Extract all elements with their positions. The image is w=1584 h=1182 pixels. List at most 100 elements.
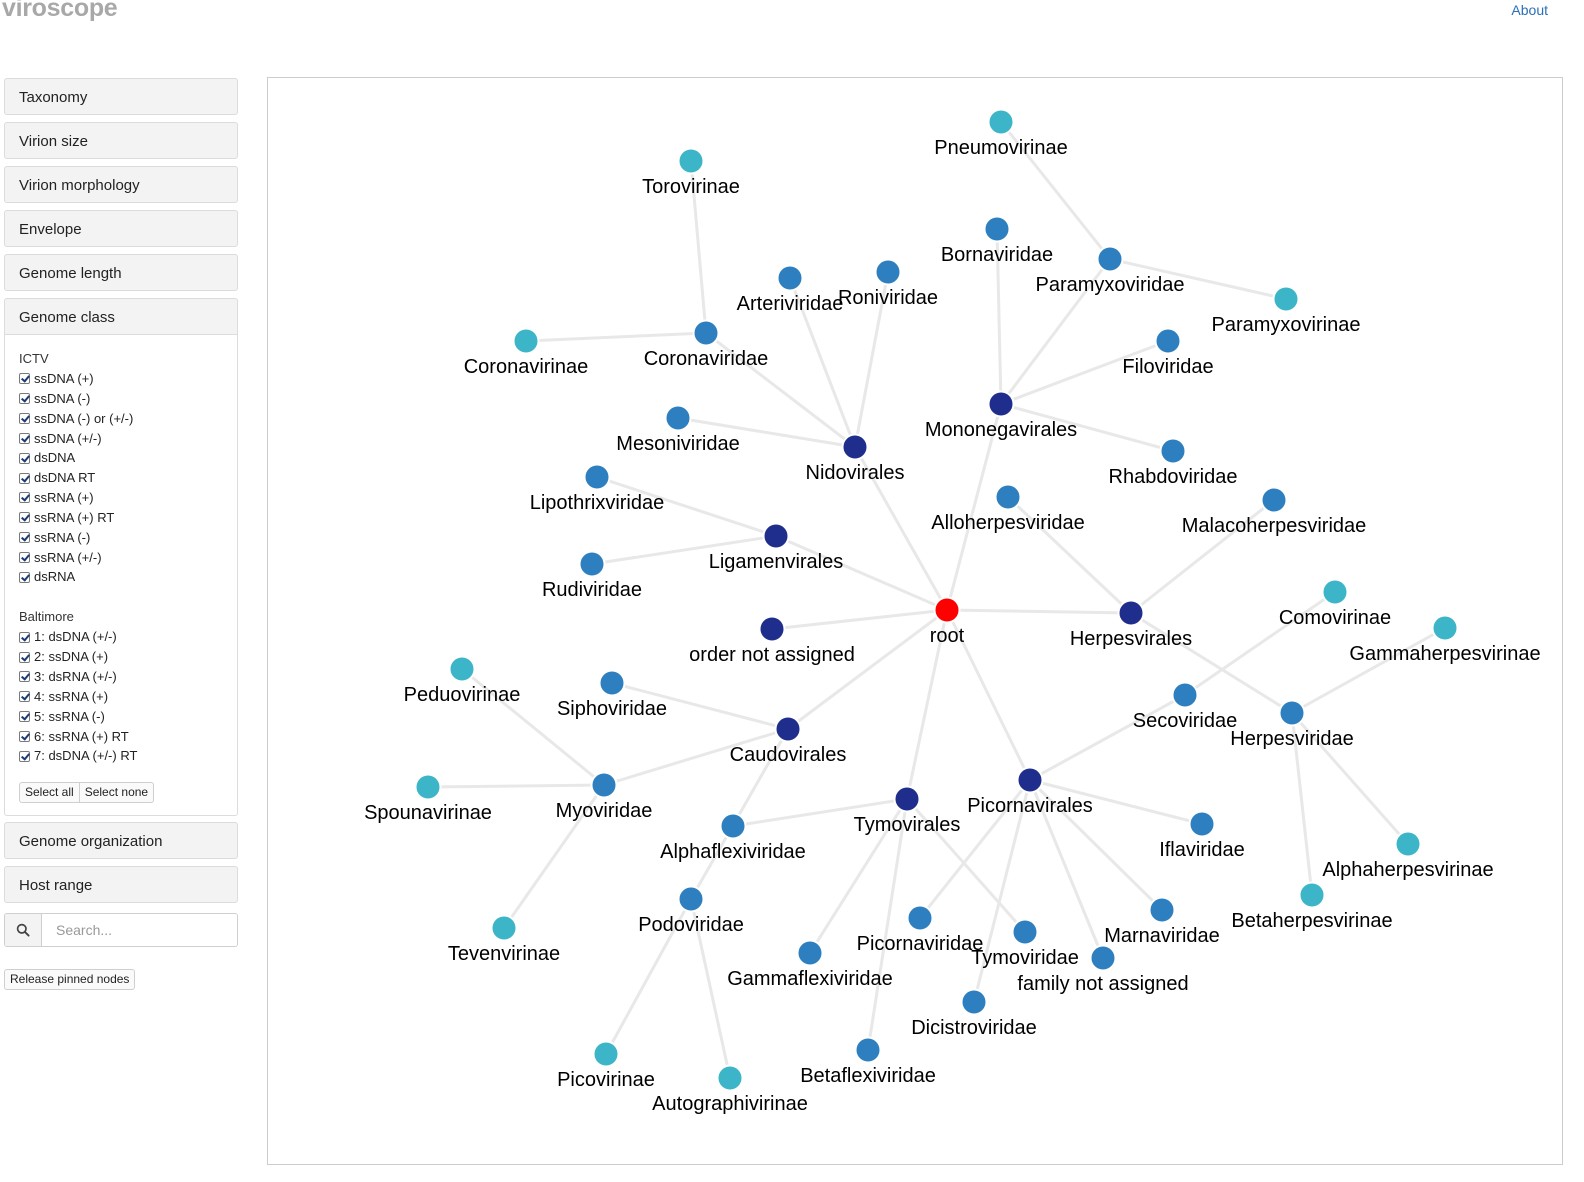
node-herpesviridae[interactable]: Herpesviridae (1230, 699, 1354, 751)
node-myoviridae[interactable]: Myoviridae (556, 771, 653, 823)
taxonomy-graph[interactable]: root Nidovirales MononegaviralesLigamenvir… (268, 78, 1562, 1164)
node-paramyxovirinae[interactable]: Paramyxovirinae (1212, 285, 1361, 337)
node-picornaviridae[interactable]: Picornaviridae (857, 904, 984, 956)
section-genome-organization[interactable]: Genome organization (4, 822, 238, 860)
node-circle[interactable] (774, 715, 802, 743)
node-alphaflexiviridae[interactable]: Alphaflexiviridae (660, 812, 806, 864)
node-circle[interactable] (592, 1040, 620, 1068)
node-circle[interactable] (677, 147, 705, 175)
node-circle[interactable] (719, 812, 747, 840)
node-tevenvirinae[interactable]: Tevenvirinae (448, 914, 560, 966)
node-circle[interactable] (874, 258, 902, 286)
node-roniviridae[interactable]: Roniviridae (838, 258, 938, 310)
baltimore-checkbox[interactable] (19, 750, 30, 762)
ictv-checkbox[interactable] (19, 571, 30, 583)
node-torovirinae[interactable]: Torovirinae (642, 147, 740, 199)
node-iflaviridae[interactable]: Iflaviridae (1159, 810, 1245, 862)
ictv-checkbox[interactable] (19, 512, 30, 524)
node-circle[interactable] (762, 522, 790, 550)
node-circle[interactable] (692, 319, 720, 347)
node-circle[interactable] (960, 988, 988, 1016)
section-envelope[interactable]: Envelope (4, 210, 238, 247)
section-host-range[interactable]: Host range (4, 866, 238, 904)
node-siphoviridae[interactable]: Siphoviridae (557, 669, 667, 721)
node-pneumovirinae[interactable]: Pneumovirinae (934, 108, 1068, 160)
node-circle[interactable] (1016, 766, 1044, 794)
ictv-checkbox[interactable] (19, 472, 30, 484)
section-taxonomy[interactable]: Taxonomy (4, 78, 238, 115)
node-alloherpesviridae[interactable]: Alloherpesviridae (931, 483, 1085, 535)
node-rhabdoviridae[interactable]: Rhabdoviridae (1109, 437, 1238, 489)
search-input[interactable] (42, 914, 237, 947)
node-circle[interactable] (1159, 437, 1187, 465)
node-dicistroviridae[interactable]: Dicistroviridae (911, 988, 1037, 1040)
node-autographivirinae[interactable]: Autographivirinae (652, 1064, 808, 1116)
node-circle[interactable] (854, 1036, 882, 1064)
node-gammaherpesvirinae[interactable]: Gammaherpesvirinae (1349, 614, 1541, 666)
ictv-checkbox[interactable] (19, 552, 30, 564)
node-circle[interactable] (1272, 285, 1300, 313)
node-betaherpesvirinae[interactable]: Betaherpesvirinae (1231, 881, 1393, 933)
ictv-checkbox[interactable] (19, 373, 30, 385)
ictv-checkbox[interactable] (19, 452, 30, 464)
node-herpesvirales[interactable]: Herpesvirales (1070, 599, 1192, 651)
section-virion-size[interactable]: Virion size (4, 122, 238, 159)
node-ligamenvirales[interactable]: Ligamenvirales (709, 522, 844, 574)
node-nidovirales[interactable]: Nidovirales (806, 433, 905, 485)
node-malacoherpesviridae[interactable]: Malacoherpesviridae (1182, 486, 1367, 538)
baltimore-checkbox[interactable] (19, 711, 30, 723)
node-spounavirinae[interactable]: Spounavirinae (364, 773, 492, 825)
node-circle[interactable] (841, 433, 869, 461)
section-genome-class[interactable]: Genome class (4, 298, 238, 335)
node-picovirinae[interactable]: Picovirinae (557, 1040, 655, 1092)
release-pinned-nodes-button[interactable]: Release pinned nodes (4, 969, 136, 991)
select-none-button[interactable]: Select none (79, 782, 155, 804)
node-circle[interactable] (1148, 896, 1176, 924)
node-circle[interactable] (716, 1064, 744, 1092)
node-mesoniviridae[interactable]: Mesoniviridae (616, 404, 740, 456)
baltimore-checkbox[interactable] (19, 651, 30, 663)
node-circle[interactable] (906, 904, 934, 932)
ictv-checkbox[interactable] (19, 393, 30, 405)
node-circle[interactable] (590, 771, 618, 799)
node-circle[interactable] (414, 773, 442, 801)
node-circle[interactable] (578, 550, 606, 578)
node-circle[interactable] (893, 785, 921, 813)
node-lipothrixviridae[interactable]: Lipothrixviridae (530, 463, 665, 515)
node-circle[interactable] (987, 390, 1015, 418)
node-circle[interactable] (1260, 486, 1288, 514)
node-alphaherpesvirinae[interactable]: Alphaherpesvirinae (1322, 830, 1494, 882)
ictv-checkbox[interactable] (19, 492, 30, 504)
node-circle[interactable] (512, 327, 540, 355)
node-circle[interactable] (1278, 699, 1306, 727)
node-circle[interactable] (490, 914, 518, 942)
node-circle[interactable] (598, 669, 626, 697)
node-circle[interactable] (448, 655, 476, 683)
node-root[interactable]: root (930, 596, 965, 648)
node-paramyxoviridae[interactable]: Paramyxoviridae (1036, 245, 1185, 297)
node-caudovirales[interactable]: Caudovirales (730, 715, 847, 767)
node-circle[interactable] (1394, 830, 1422, 858)
node-circle[interactable] (1298, 881, 1326, 909)
node-circle[interactable] (1117, 599, 1145, 627)
node-circle[interactable] (994, 483, 1022, 511)
node-coronavirinae[interactable]: Coronavirinae (464, 327, 589, 379)
node-circle[interactable] (664, 404, 692, 432)
node-marnaviridae[interactable]: Marnaviridae (1104, 896, 1220, 948)
node-peduovirinae[interactable]: Peduovirinae (404, 655, 521, 707)
search-icon[interactable] (5, 914, 42, 947)
node-circle[interactable] (583, 463, 611, 491)
baltimore-checkbox[interactable] (19, 691, 30, 703)
node-mononegavirales[interactable]: Mononegavirales (925, 390, 1077, 442)
node-gammaflexiviridae[interactable]: Gammaflexiviridae (727, 939, 893, 991)
node-circle[interactable] (677, 885, 705, 913)
baltimore-checkbox[interactable] (19, 671, 30, 683)
node-picornavirales[interactable]: Picornavirales (967, 766, 1093, 818)
node-circle[interactable] (1011, 918, 1039, 946)
node-circle[interactable] (983, 215, 1011, 243)
node-circle[interactable] (758, 615, 786, 643)
node-circle[interactable] (1321, 578, 1349, 606)
node-order-na[interactable]: order not assigned (689, 615, 855, 667)
node-rudiviridae[interactable]: Rudiviridae (542, 550, 642, 602)
node-circle[interactable] (796, 939, 824, 967)
